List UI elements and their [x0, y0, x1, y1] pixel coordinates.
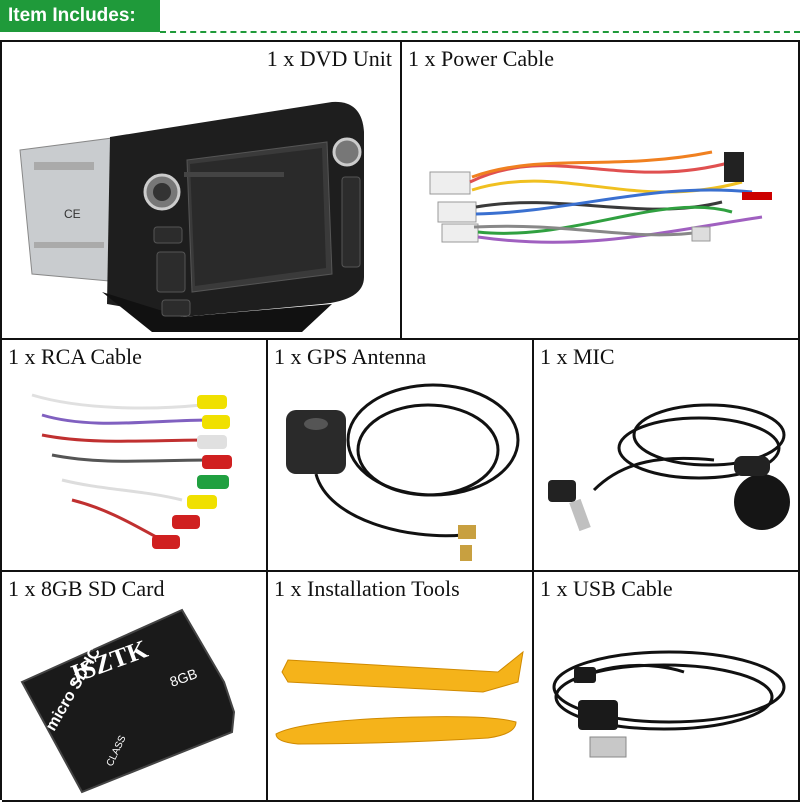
header-divider	[160, 31, 800, 33]
item-label: 1 x 8GB SD Card	[8, 576, 165, 601]
section-header: Item Includes:	[0, 0, 160, 32]
microphone-image	[548, 403, 790, 532]
usb-cable-image	[552, 650, 786, 758]
rca-cable-image	[31, 393, 232, 549]
item-sd-card: 1 x 8GB SD Card JSZTK micro SDHC 8GB CLA…	[2, 572, 268, 802]
item-dvd-unit: 1 x DVD Unit CE	[2, 42, 402, 340]
item-gps-antenna: 1 x GPS Antenna	[268, 340, 534, 572]
item-label: 1 x USB Cable	[540, 576, 673, 601]
item-rca-cable: 1 x RCA Cable	[2, 340, 268, 572]
item-label: 1 x Power Cable	[408, 46, 555, 71]
item-installation-tools: 1 x Installation Tools	[268, 572, 534, 802]
items-grid: 1 x DVD Unit CE 1 x Power Cabl	[0, 40, 800, 802]
item-label: 1 x Installation Tools	[274, 576, 460, 601]
dvd-unit-image: CE	[19, 101, 364, 332]
sd-card-image: JSZTK micro SDHC 8GB CLASS	[20, 608, 236, 794]
item-label: 1 x GPS Antenna	[274, 344, 427, 369]
pry-tools-image	[275, 650, 524, 745]
item-usb-cable: 1 x USB Cable	[534, 572, 800, 802]
item-label: 1 x RCA Cable	[8, 344, 142, 369]
power-cable-image	[429, 150, 772, 244]
item-label: 1 x DVD Unit	[266, 46, 392, 71]
svg-text:CE: CE	[64, 207, 81, 221]
item-label: 1 x MIC	[540, 344, 615, 369]
item-microphone: 1 x MIC	[534, 340, 800, 572]
item-power-cable: 1 x Power Cable	[402, 42, 800, 340]
gps-antenna-image	[286, 383, 520, 561]
